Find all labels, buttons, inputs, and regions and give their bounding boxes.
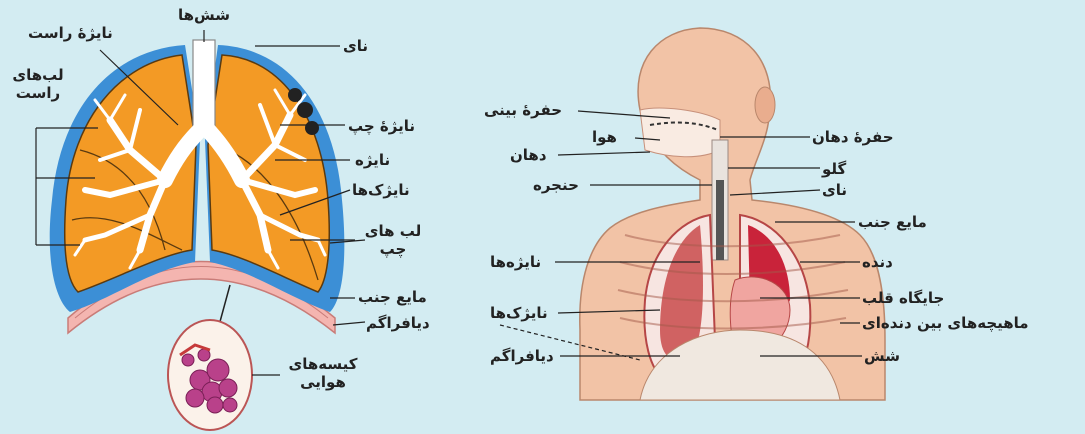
label-rib: دنده	[862, 253, 893, 271]
label-throat: گلو	[822, 160, 846, 178]
torso-diagram	[500, 28, 885, 400]
label-left-lobes-line1: لب های	[360, 222, 426, 240]
label-mouth: دهان	[510, 146, 547, 164]
label-bronchi: نایژه‌ها	[490, 253, 541, 271]
label-bronchioles-left: نایژک‌ها	[352, 181, 410, 199]
label-pleural-fluid-right: مایع جنب	[858, 213, 927, 231]
label-right-bronchus: نایژهٔ راست	[28, 24, 113, 42]
label-trachea-right: نای	[822, 181, 847, 199]
label-lungs: شش‌ها	[178, 6, 230, 24]
label-alveoli-line1: کیسه‌های	[280, 355, 366, 373]
label-pleural-fluid-left: مایع جنب	[358, 288, 427, 306]
label-nasal-cavity: حفرهٔ بینی	[484, 101, 562, 119]
label-larynx: حنجره	[533, 176, 579, 194]
label-bronchioles-right: نایژک‌ها	[490, 304, 548, 322]
label-oral-cavity: حفرهٔ دهان	[812, 128, 894, 146]
label-alveoli-line2: هوایی	[280, 373, 366, 391]
label-diaphragm-right: دیافراگم	[490, 347, 554, 365]
label-intercostal-muscles: ماهیچه‌های بین دنده‌ای	[862, 314, 1029, 332]
label-heart-place: جایگاه قلب	[862, 289, 944, 307]
trachea-tube	[193, 40, 215, 135]
label-diaphragm-left: دیافراگم	[366, 314, 430, 332]
label-left-lobes: لب های چپ	[360, 222, 426, 258]
label-left-bronchus: نایژهٔ چپ	[348, 117, 415, 135]
label-right-lobes-line2: راست	[8, 84, 68, 102]
label-trachea-left: نای	[343, 37, 368, 55]
label-alveoli: کیسه‌های هوایی	[280, 355, 366, 391]
label-right-lobes-line1: لب‌های	[8, 66, 68, 84]
label-lung-right: شش	[864, 347, 900, 365]
label-air: هوا	[592, 128, 617, 146]
label-bronchus: نایژه	[355, 151, 390, 169]
label-right-lobes: لب‌های راست	[8, 66, 68, 102]
label-left-lobes-line2: چپ	[360, 240, 426, 258]
